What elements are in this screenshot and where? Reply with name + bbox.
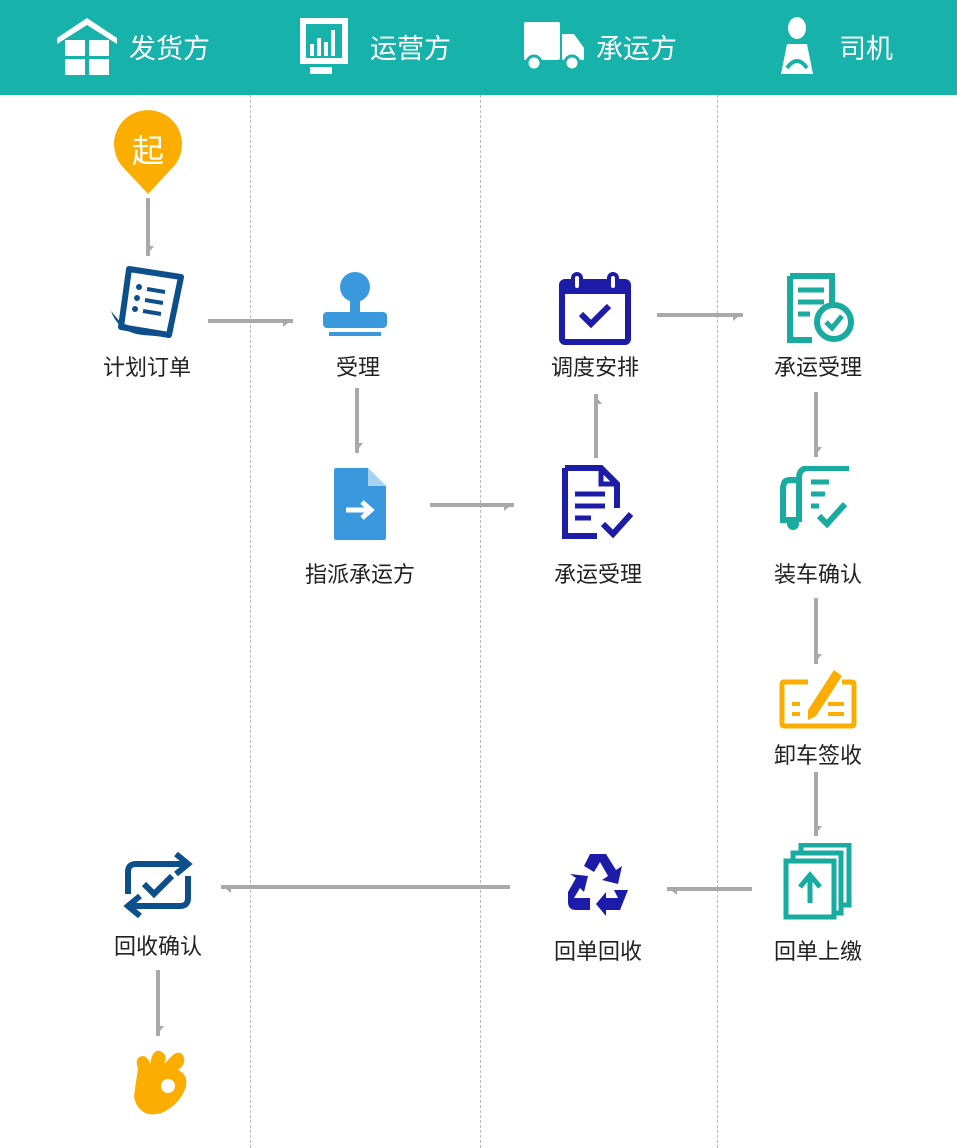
accept-node[interactable]: [275, 270, 435, 338]
sync-check-icon: [123, 851, 193, 919]
arrow-head: [156, 1026, 164, 1036]
node-label: 卸车签收: [773, 744, 862, 769]
lane-divider: [717, 95, 718, 1148]
calendar-check-icon: [559, 272, 631, 345]
arrow-head: [504, 503, 514, 511]
lane-driver: 司机: [765, 14, 893, 78]
start-label: 起: [131, 132, 164, 170]
truck-checklist-icon: [780, 466, 849, 530]
truck-icon: [524, 22, 584, 72]
node-label: 指派承运方: [304, 563, 415, 588]
assign-carrier-node[interactable]: [280, 466, 440, 542]
node-label: 计划订单: [102, 356, 191, 381]
arrow-head: [733, 313, 743, 321]
lane-label: 司机: [839, 33, 893, 65]
node-label: 回单回收: [553, 940, 642, 965]
stamp-icon: [323, 272, 387, 336]
start-marker: 起: [68, 110, 228, 196]
arrow-head: [814, 826, 822, 836]
arrow-head: [594, 394, 602, 404]
monitor-chart-icon: [300, 18, 348, 74]
node-label: 调度安排: [550, 356, 639, 381]
arrow-head: [667, 887, 677, 895]
load-confirm-node[interactable]: [735, 466, 895, 532]
ok-hand-icon: [134, 1050, 187, 1115]
sign-pen-icon: [779, 670, 857, 729]
arrow-head: [814, 447, 822, 457]
arrow-head: [146, 246, 154, 256]
lane-label: 发货方: [129, 33, 210, 65]
swimlane-header: 发货方 运营方 承运方 司机: [0, 0, 957, 95]
document-check-icon: [787, 273, 854, 343]
warehouse-icon: [57, 18, 117, 75]
driver-accept-node[interactable]: [740, 272, 900, 344]
node-label: 回收确认: [113, 935, 202, 960]
lane-carrier: 承运方: [522, 14, 677, 78]
arrow-head: [355, 443, 363, 453]
dispatch-node[interactable]: [515, 272, 675, 346]
arrow-head: [283, 319, 293, 327]
recycle-icon: [568, 854, 628, 916]
carrier-accept-node[interactable]: [518, 464, 678, 540]
document-edit-check-icon: [562, 465, 634, 539]
unload-sign-node[interactable]: [738, 664, 898, 730]
arrow-head: [221, 885, 231, 893]
collect-confirm-node[interactable]: [78, 848, 238, 922]
receipt-submit-node[interactable]: [738, 843, 898, 921]
order-list-icon: [111, 266, 184, 338]
lane-divider: [250, 95, 251, 1148]
node-label: 承运受理: [773, 356, 862, 381]
driver-icon: [781, 17, 813, 74]
node-label: 承运受理: [553, 563, 642, 588]
receipt-collect-node[interactable]: [518, 850, 678, 918]
lane-label: 运营方: [370, 33, 451, 65]
file-forward-icon: [334, 468, 386, 540]
node-label: 受理: [335, 356, 380, 381]
end-marker: [80, 1048, 240, 1120]
upload-documents-icon: [783, 843, 852, 920]
node-label: 装车确认: [773, 563, 862, 588]
lane-divider: [480, 95, 481, 1148]
lane-label: 承运方: [596, 33, 677, 65]
lane-shipper: 发货方: [55, 14, 210, 78]
arrow-head: [814, 654, 822, 664]
plan-order-node[interactable]: [67, 265, 227, 339]
node-label: 回单上缴: [773, 940, 862, 965]
lane-operator: 运营方: [296, 14, 451, 78]
